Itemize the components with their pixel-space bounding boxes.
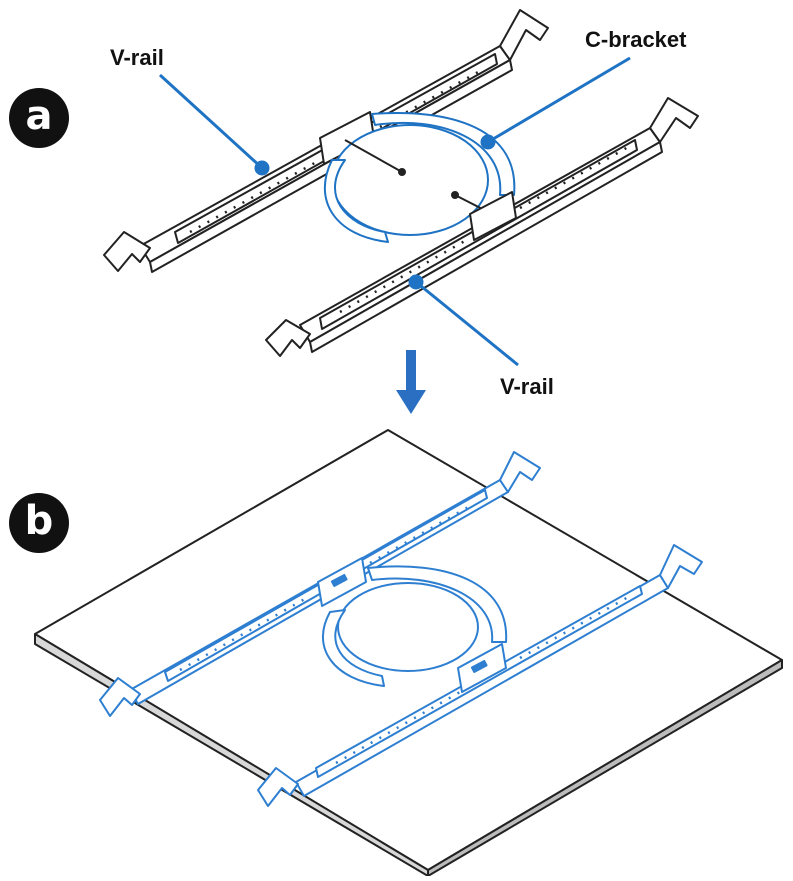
installed-v-rail-upper [99,451,541,717]
c-bracket [323,112,516,243]
exploded-view-a [103,9,699,367]
arrow-down-icon [396,350,426,414]
callout-vrail-top [158,73,264,170]
label-v-rail-top: V-rail [110,45,164,70]
callout-dot-vrail-top [254,160,270,176]
callout-c-bracket [487,56,631,144]
installed-c-bracket [321,565,508,687]
callout-dot-vrail-bottom [408,274,424,290]
v-rail-lower [265,97,699,357]
label-v-rail-bottom: V-rail [500,374,554,399]
label-c-bracket: C-bracket [585,27,687,52]
callout-dot-c-bracket [480,134,496,150]
callouts [158,56,631,367]
step-badge-b: b [9,493,69,553]
callout-vrail-bottom [415,280,519,367]
installed-v-rail-lower [257,544,703,807]
step-badge-a: a [9,88,69,148]
installed-view-b [34,429,783,877]
